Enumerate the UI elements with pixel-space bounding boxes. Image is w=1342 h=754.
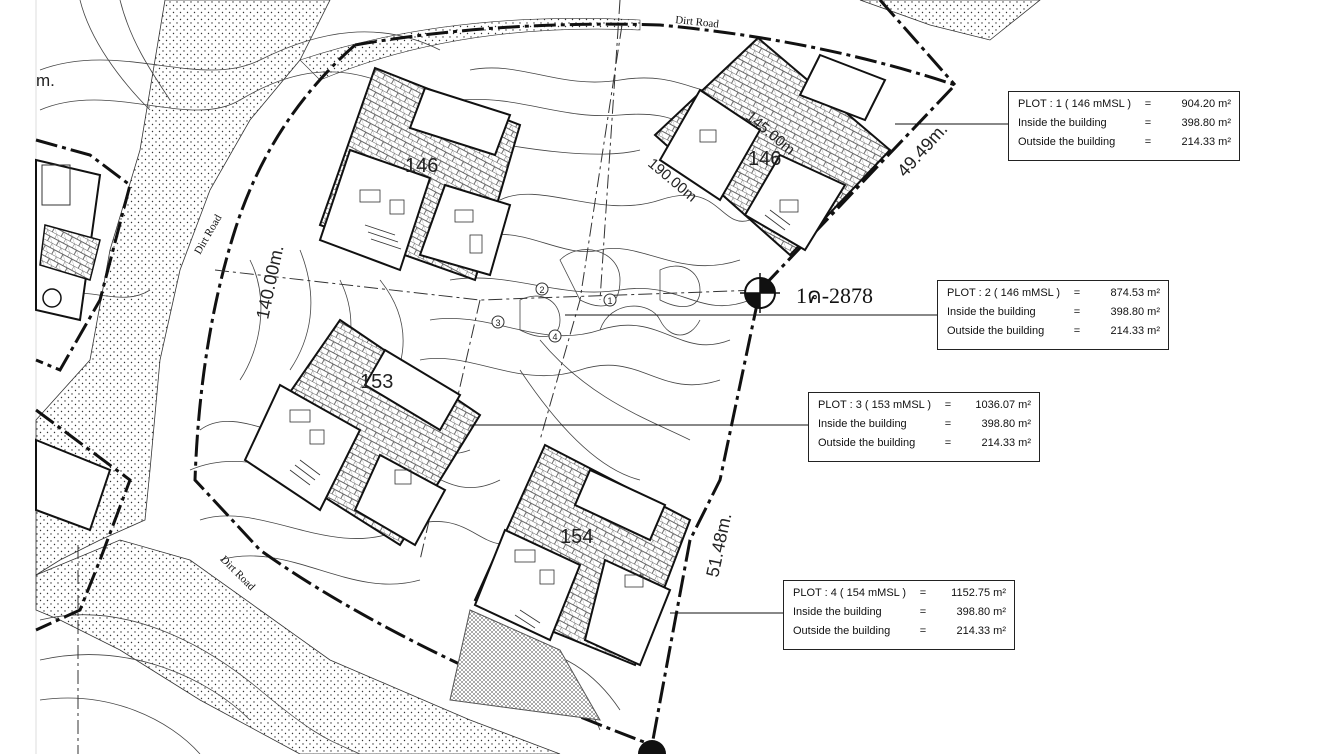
plot-4-info-box: PLOT : 4 ( 154 mMSL )=1152.75 m² Inside … — [783, 580, 1015, 650]
building-154 — [449, 443, 692, 721]
plot-3-total: 1036.07 m² — [975, 399, 1031, 411]
plot-2-outside: 214.33 m² — [1110, 325, 1160, 337]
plot-2-total: 874.53 m² — [1110, 287, 1160, 299]
building-label-153: 153 — [360, 371, 393, 393]
plot-3-info-box: PLOT : 3 ( 153 mMSL )=1036.07 m² Inside … — [808, 392, 1040, 462]
plot-4-total: 1152.75 m² — [951, 587, 1006, 599]
plot-3-inside: 398.80 m² — [981, 418, 1031, 430]
edge-label-left: m. — [36, 71, 55, 90]
plot-4-outside-label: Outside the building — [793, 625, 891, 637]
building-label-146-north: 146 — [405, 155, 438, 177]
plot-2-inside: 398.80 m² — [1110, 306, 1160, 318]
road-label-top: Dirt Road — [675, 14, 720, 31]
building-153 — [243, 318, 482, 547]
plot-3-outside-label: Outside the building — [818, 437, 916, 449]
plot-1-title: PLOT : 1 ( 146 mMSL ) — [1018, 98, 1132, 110]
building-146-north — [318, 66, 522, 282]
building-146-east — [653, 36, 892, 257]
plot-1-info-box: PLOT : 1 ( 146 mMSL )=904.20 m² Inside t… — [1008, 91, 1240, 161]
dimension-49-49: 49.49m. — [893, 119, 951, 181]
circle-marker-3: 3 — [495, 318, 500, 328]
circle-markers: 1 2 3 4 — [491, 282, 617, 343]
circle-marker-2: 2 — [539, 285, 544, 295]
survey-marker-bottom-icon — [638, 740, 666, 754]
building-west-partial — [35, 158, 112, 532]
building-label-146-east: 146 — [748, 148, 781, 170]
plot-3-inside-label: Inside the building — [818, 418, 907, 430]
circle-marker-4: 4 — [552, 332, 557, 342]
building-label-154: 154 — [560, 526, 593, 548]
plot-1-inside-label: Inside the building — [1018, 117, 1107, 129]
plot-4-inside: 398.80 m² — [956, 606, 1006, 618]
survey-marker-icon — [740, 273, 780, 313]
plot-1-outside: 214.33 m² — [1181, 136, 1231, 148]
plot-1-outside-label: Outside the building — [1018, 136, 1116, 148]
plot-2-inside-label: Inside the building — [947, 306, 1036, 318]
plot-1-inside: 398.80 m² — [1181, 117, 1231, 129]
plot-boundary — [35, 0, 958, 747]
dimension-51-48: 51.48m. — [702, 511, 735, 579]
plot-2-outside-label: Outside the building — [947, 325, 1045, 337]
circle-marker-1: 1 — [607, 296, 612, 306]
plot-2-title: PLOT : 2 ( 146 mMSL ) — [947, 287, 1061, 299]
plot-4-inside-label: Inside the building — [793, 606, 882, 618]
plot-3-outside: 214.33 m² — [981, 437, 1031, 449]
plot-4-title: PLOT : 4 ( 154 mMSL ) — [793, 587, 907, 599]
plot-1-total: 904.20 m² — [1181, 98, 1231, 110]
leader-lines — [470, 123, 1008, 614]
plot-3-title: PLOT : 3 ( 153 mMSL ) — [818, 399, 932, 411]
plot-4-outside: 214.33 m² — [956, 625, 1006, 637]
plot-2-info-box: PLOT : 2 ( 146 mMSL )=874.53 m² Inside t… — [937, 280, 1169, 350]
marker-label: 1ค-2878 — [796, 283, 873, 308]
